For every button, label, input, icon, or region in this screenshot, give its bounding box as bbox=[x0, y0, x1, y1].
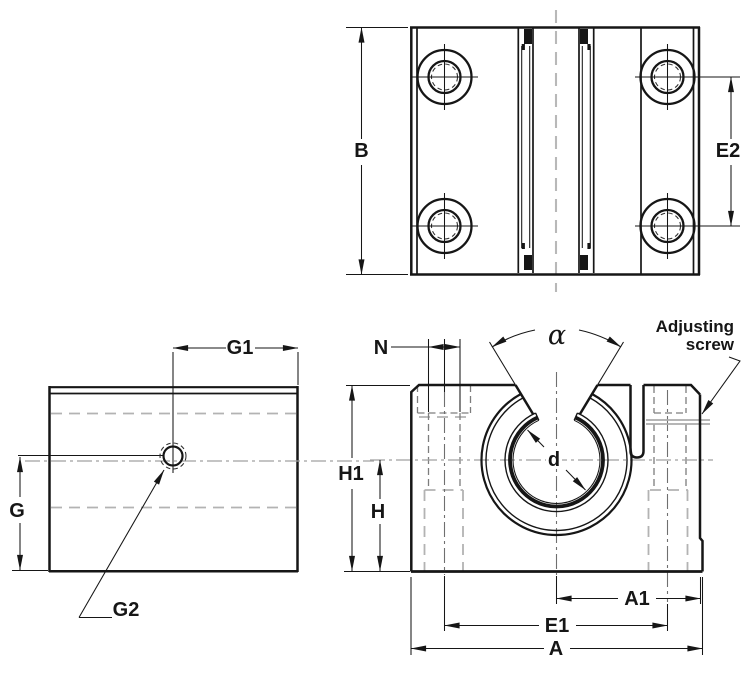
seal-slot-right bbox=[578, 27, 595, 273]
label-A1: A1 bbox=[624, 588, 650, 610]
dimension-G: G bbox=[9, 456, 48, 572]
label-d: d bbox=[548, 449, 560, 471]
label-H1: H1 bbox=[338, 463, 364, 485]
seal-block bbox=[580, 29, 588, 44]
side-view: G1 G G2 bbox=[9, 337, 374, 621]
dimension-H: H bbox=[371, 459, 385, 572]
bearing-shell-arc bbox=[504, 412, 609, 513]
label-E2: E2 bbox=[716, 140, 740, 162]
dimension-H1: H1 bbox=[338, 384, 410, 573]
hidden-bolt-hole-left bbox=[416, 385, 472, 575]
dimension-A: A bbox=[410, 638, 703, 660]
bolt-hole-bottom-right bbox=[635, 193, 740, 259]
angle-dimension-alpha: α bbox=[489, 320, 624, 386]
housing-bore-arc-inner bbox=[485, 397, 628, 532]
label-A: A bbox=[549, 638, 563, 660]
bolt-hole-top-left bbox=[412, 44, 478, 110]
front-view: α d Adjusting screw N bbox=[338, 317, 741, 660]
bolt-hole-bottom-left bbox=[412, 193, 478, 259]
label-alpha: α bbox=[548, 320, 566, 351]
label-H: H bbox=[371, 501, 385, 523]
adjusting-screw-label-line2: screw bbox=[686, 335, 735, 354]
label-B: B bbox=[354, 140, 368, 162]
dimension-N: N bbox=[374, 337, 461, 412]
bore-chamfer-arc bbox=[512, 419, 601, 505]
housing-bore-arc-outer bbox=[480, 393, 633, 537]
v-opening-left-edge bbox=[514, 384, 535, 415]
label-G1: G1 bbox=[227, 337, 254, 359]
label-G: G bbox=[9, 500, 25, 522]
seal-block bbox=[580, 255, 588, 270]
seal-slot-left bbox=[517, 27, 534, 273]
adjusting-screw-callout: Adjusting screw bbox=[656, 317, 741, 415]
top-view: B E2 bbox=[346, 10, 740, 292]
bore-diameter-leader: d bbox=[527, 429, 586, 491]
dimension-G1: G1 bbox=[172, 337, 299, 359]
seal-block bbox=[524, 255, 532, 270]
leader-G2: G2 bbox=[78, 469, 165, 621]
label-E1: E1 bbox=[545, 615, 569, 637]
dimension-E2: E2 bbox=[716, 76, 740, 227]
lubrication-hole bbox=[159, 442, 187, 470]
bolt-hole-top-right bbox=[635, 44, 740, 110]
seal-block bbox=[524, 29, 532, 44]
label-G2: G2 bbox=[113, 599, 140, 621]
adjusting-screw-label-line1: Adjusting bbox=[656, 317, 734, 336]
bearing-bore-arc bbox=[508, 415, 605, 509]
v-opening-right-edge bbox=[578, 384, 599, 415]
dimension-E1: E1 bbox=[444, 615, 668, 637]
bore-arcs bbox=[480, 393, 633, 537]
label-N: N bbox=[374, 337, 388, 359]
dimension-B: B bbox=[346, 26, 408, 276]
dimension-A1: A1 bbox=[556, 588, 701, 610]
